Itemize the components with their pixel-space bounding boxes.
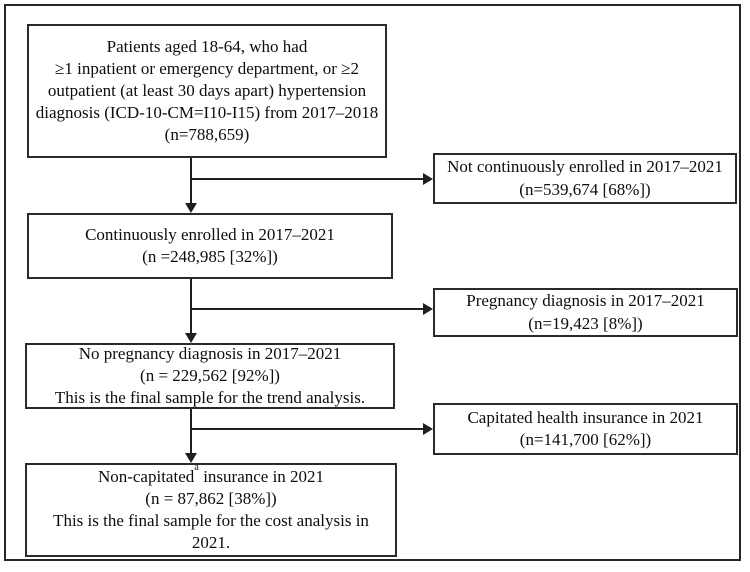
box-text-line: Non-capitateda insurance in 2021 [97, 463, 325, 488]
box-text-line: Not continuously enrolled in 2017–2021 [447, 157, 723, 177]
box-text-line: This is the final sample for the cost an… [53, 511, 369, 530]
box-text-line: Pregnancy diagnosis in 2017–2021 [466, 291, 705, 311]
box-text-line: Patients aged 18-64, who had [106, 36, 308, 56]
box-pregnancy-diagnosis: Pregnancy diagnosis in 2017–2021 (n=19,4… [433, 288, 738, 337]
arrow-right-icon [423, 423, 433, 435]
box-text-line: This is the final sample for the trend a… [54, 388, 366, 408]
footnote-marker: a [194, 462, 199, 474]
connector-line-horizontal-2 [191, 308, 423, 310]
connector-line-horizontal-1 [191, 178, 423, 180]
figure-border: Patients aged 18-64, who had ≥1 inpatien… [4, 4, 741, 561]
box-non-capitated-insurance: Non-capitateda insurance in 2021 (n = 87… [25, 463, 397, 557]
connector-line-vertical-2 [190, 279, 192, 334]
box-text-line: (n = 87,862 [38%]) [145, 488, 277, 508]
box-text-line: (n = 229,562 [92%]) [140, 365, 280, 385]
box-text-line: outpatient (at least 30 days apart) hype… [47, 80, 367, 100]
box-text-line: (n=19,423 [8%]) [528, 313, 643, 333]
box-continuously-enrolled: Continuously enrolled in 2017–2021 (n =2… [27, 213, 393, 279]
box-text-line: (n=141,700 [62%]) [519, 430, 652, 449]
box-text-segment: insurance in 2021 [198, 466, 325, 486]
box-text-line: Capitated health insurance in 2021 [467, 407, 704, 427]
connector-line-vertical-3 [190, 409, 192, 454]
arrow-down-icon [185, 203, 197, 213]
arrow-down-icon [185, 333, 197, 343]
box-eligible-patients: Patients aged 18-64, who had ≥1 inpatien… [27, 24, 387, 158]
box-text-line: Continuously enrolled in 2017–2021 [85, 224, 335, 244]
connector-line-vertical-1 [190, 158, 192, 204]
box-text-line: (n=539,674 [68%]) [519, 179, 651, 199]
box-text-line: 2021. [191, 533, 231, 553]
arrow-down-icon [185, 453, 197, 463]
box-text-segment: Non-capitated [97, 466, 195, 486]
box-text-line: ≥1 inpatient or emergency department, or… [55, 58, 359, 78]
box-text-line: diagnosis (ICD-10-CM=I10-I15) from 2017–… [35, 103, 379, 123]
arrow-right-icon [423, 303, 433, 315]
box-text-line: No pregnancy diagnosis in 2017–2021 [78, 343, 342, 363]
box-text-line: (n=788,659) [164, 125, 250, 145]
box-text-line: (n =248,985 [32%]) [142, 247, 278, 266]
box-no-pregnancy-diagnosis: No pregnancy diagnosis in 2017–2021 (n =… [25, 343, 395, 409]
connector-line-horizontal-3 [191, 428, 423, 430]
box-not-continuously-enrolled: Not continuously enrolled in 2017–2021 (… [433, 153, 737, 204]
arrow-right-icon [423, 173, 433, 185]
box-capitated-health-insurance: Capitated health insurance in 2021 (n=14… [433, 403, 738, 455]
